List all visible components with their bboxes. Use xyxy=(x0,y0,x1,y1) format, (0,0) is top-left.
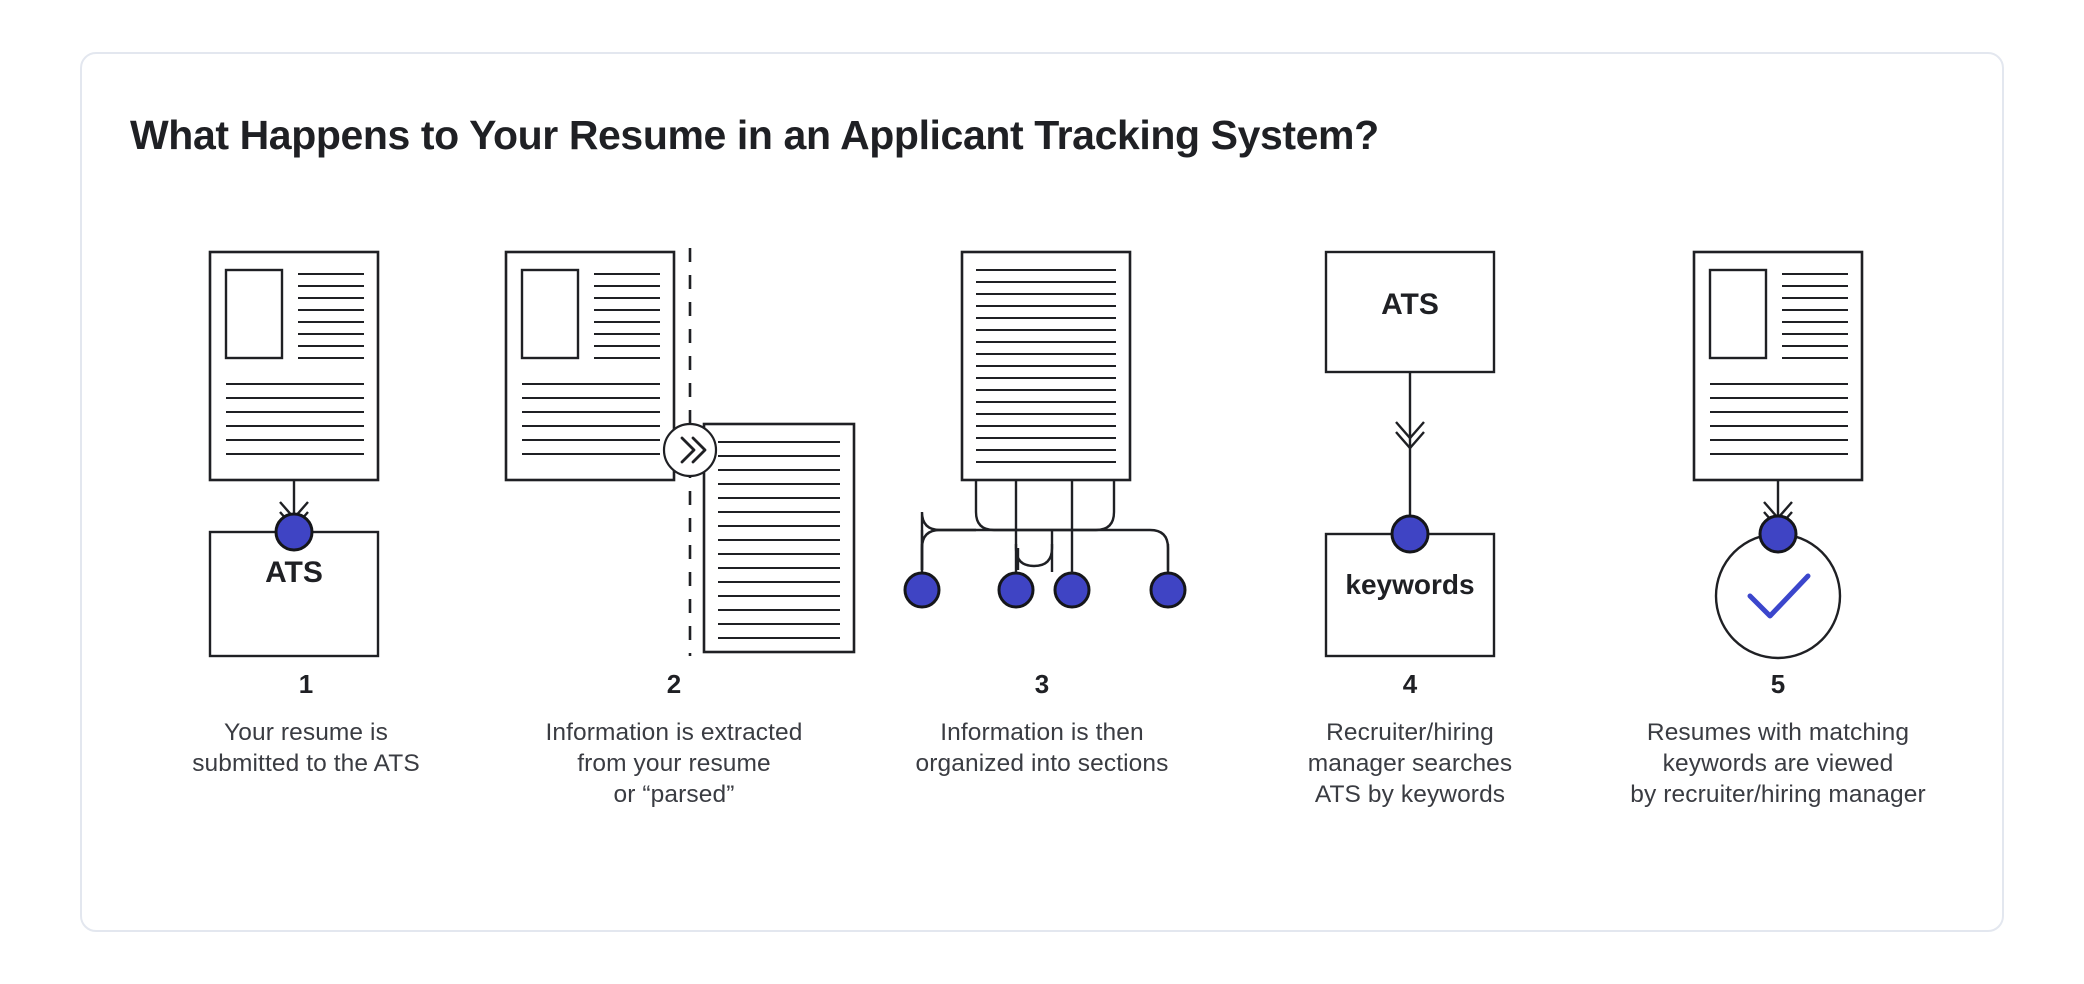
keywords-box-label: keywords xyxy=(1345,569,1474,600)
step-3-graphic xyxy=(858,244,1226,664)
ats-box-label: ATS xyxy=(265,556,323,589)
step-description: Recruiter/hiring manager searches ATS by… xyxy=(1307,718,1513,809)
steps-container: ATS 1 Your resume is submitted to the AT… xyxy=(122,244,1962,894)
step-5-graphic xyxy=(1594,244,1962,664)
blue-node-icon xyxy=(903,571,941,609)
ats-box-icon: ATS xyxy=(208,530,380,658)
blue-node-icon xyxy=(997,571,1035,609)
step-1-graphic: ATS xyxy=(122,244,490,664)
blue-node-icon xyxy=(1053,571,1091,609)
parsed-text-document-icon xyxy=(702,422,856,654)
step-3: 3 Information is then organized into sec… xyxy=(858,244,1226,894)
step-3-caption: 3 Information is then organized into sec… xyxy=(852,670,1232,779)
step-2-caption: 2 Information is extracted from your res… xyxy=(484,670,864,811)
step-number: 5 xyxy=(1770,669,1786,699)
blue-node-icon xyxy=(1758,514,1798,554)
text-document-icon xyxy=(960,250,1132,482)
infographic-card: What Happens to Your Resume in an Applic… xyxy=(80,52,2004,932)
blue-node-icon xyxy=(1390,514,1430,554)
step-5-caption: 5 Resumes with matching keywords are vie… xyxy=(1588,670,1968,811)
step-4-graphic: ATS keywords xyxy=(1226,244,1594,664)
step-2-graphic xyxy=(490,244,858,664)
step-1: ATS 1 Your resume is submitted to the AT… xyxy=(122,244,490,894)
blue-node-group xyxy=(903,571,1187,609)
branch-stems-icon xyxy=(920,544,1170,572)
step-4: ATS keywords xyxy=(1226,244,1594,894)
step-description: Information is extracted from your resum… xyxy=(545,718,803,809)
blue-node-icon xyxy=(1149,571,1187,609)
down-arrow-icon xyxy=(1395,372,1425,532)
step-1-caption: 1 Your resume is submitted to the ATS xyxy=(116,670,496,779)
step-4-caption: 4 Recruiter/hiring manager searches ATS … xyxy=(1220,670,1600,811)
step-description: Resumes with matching keywords are viewe… xyxy=(1630,718,1926,809)
keywords-box-icon: keywords xyxy=(1324,532,1496,658)
page-title: What Happens to Your Resume in an Applic… xyxy=(130,112,1379,158)
ats-box-label: ATS xyxy=(1381,288,1439,321)
step-number: 4 xyxy=(1402,669,1418,699)
branch-connector-icon xyxy=(920,480,1170,570)
double-chevron-right-icon xyxy=(662,422,718,478)
ats-box-icon: ATS xyxy=(1324,250,1496,374)
step-number: 1 xyxy=(298,669,314,699)
step-5: 5 Resumes with matching keywords are vie… xyxy=(1594,244,1962,894)
resume-document-icon xyxy=(504,250,676,482)
step-2: 2 Information is extracted from your res… xyxy=(490,244,858,894)
step-number: 3 xyxy=(1034,669,1050,699)
blue-node-icon xyxy=(274,512,314,552)
step-description: Your resume is submitted to the ATS xyxy=(192,718,420,777)
step-number: 2 xyxy=(666,669,682,699)
resume-document-icon xyxy=(1692,250,1864,482)
step-description: Information is then organized into secti… xyxy=(915,718,1169,777)
resume-document-icon xyxy=(208,250,380,482)
